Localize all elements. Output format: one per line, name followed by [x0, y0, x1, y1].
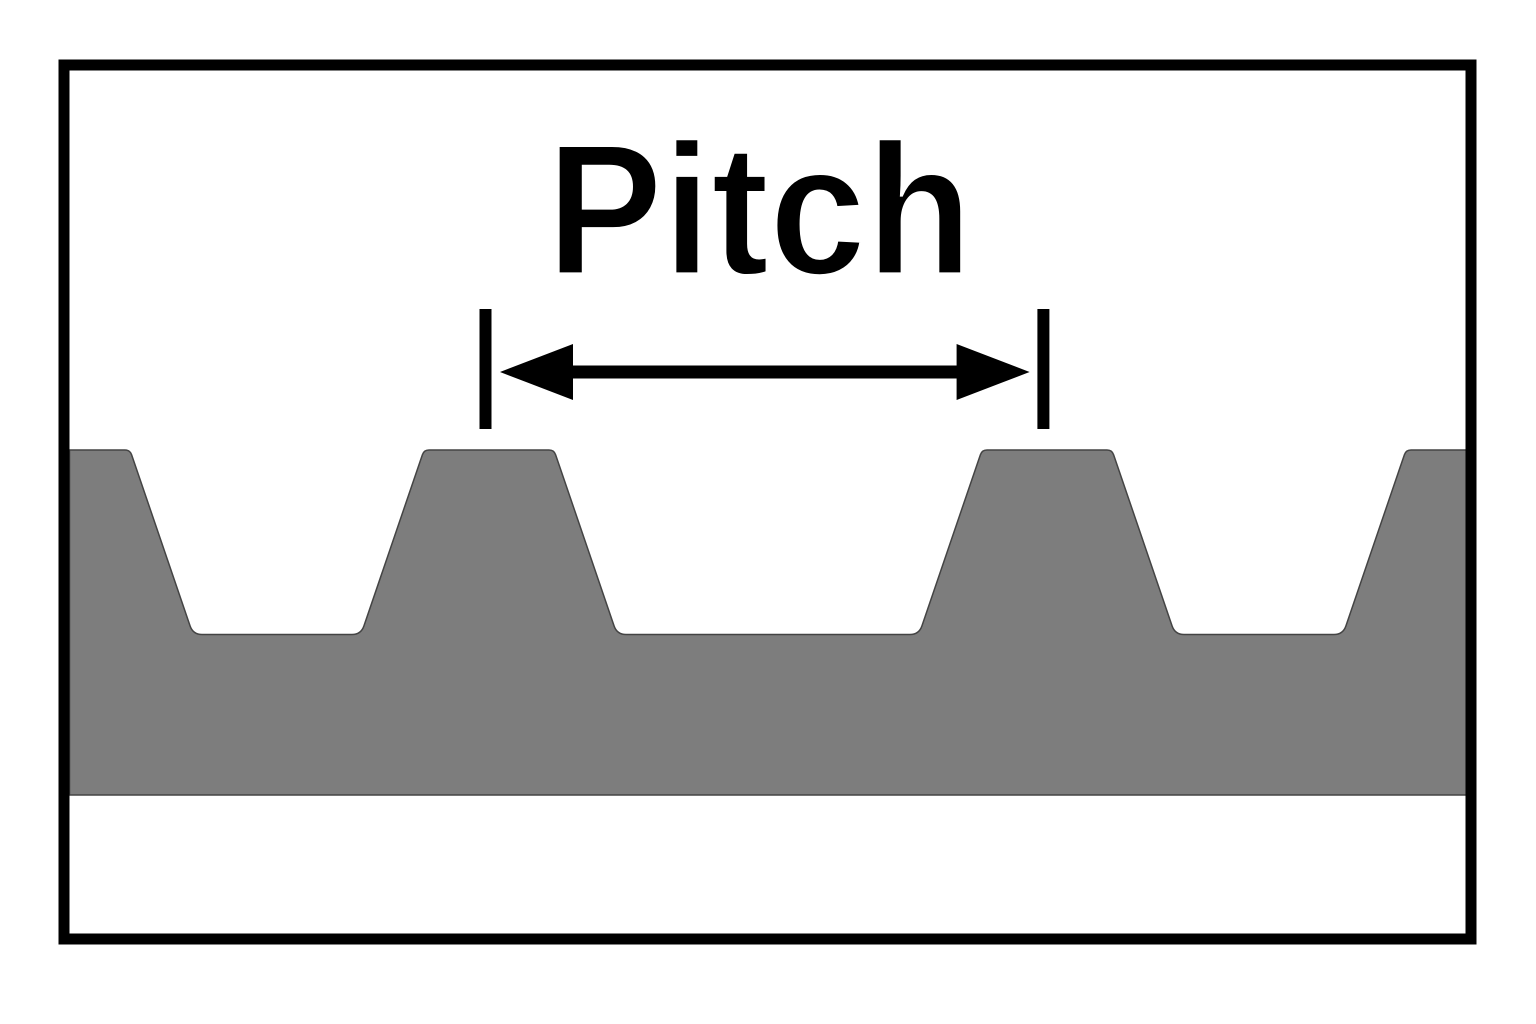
svg-text:Pitch: Pitch — [547, 105, 973, 314]
